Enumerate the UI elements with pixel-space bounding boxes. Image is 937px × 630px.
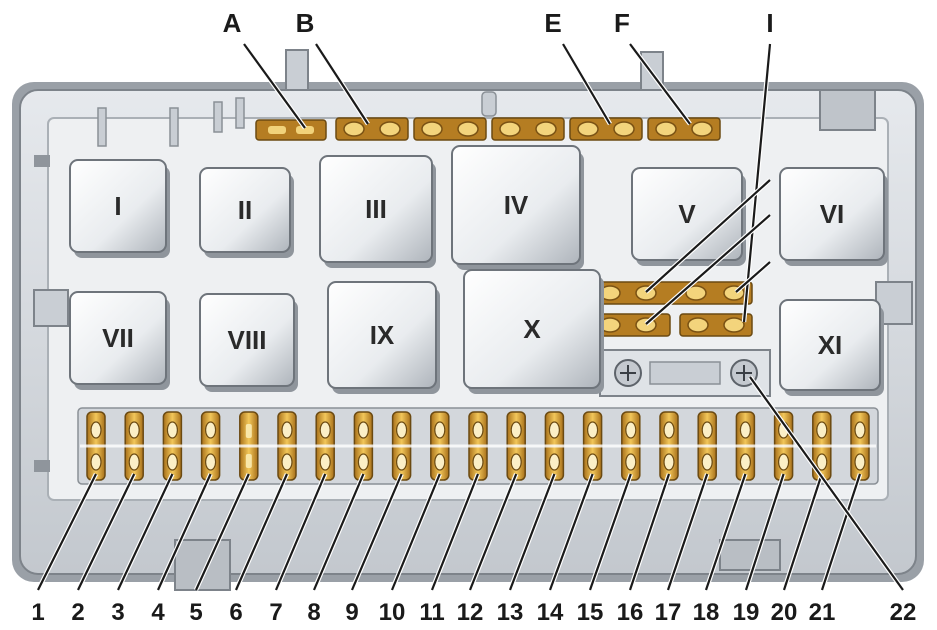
leader-i-branch-1 (644, 178, 772, 294)
leader-fuse-18 (703, 473, 748, 591)
relay-xi: XI (779, 299, 884, 396)
relay-label: III (365, 194, 387, 224)
leader-fuse-12 (467, 473, 519, 591)
leader-fuse-21 (819, 473, 863, 591)
leader-fuse-1 (35, 472, 99, 592)
relay-label: XI (818, 330, 843, 360)
leader-fuse-15 (587, 473, 633, 591)
fuse-number-label: 5 (189, 599, 202, 626)
relay-label: VI (820, 199, 845, 229)
relay-label: VII (102, 323, 134, 353)
fuse-number-label: 14 (537, 599, 564, 626)
fuse-number-label: 16 (617, 599, 644, 626)
fuse-number-label: 3 (111, 599, 124, 626)
relay-v: V (631, 167, 746, 266)
relay-x: X (463, 269, 604, 394)
callout-e: E (544, 8, 561, 38)
leader-fuse-7 (273, 473, 328, 591)
fuse-number-label: 19 (733, 599, 760, 626)
relay-label: II (238, 195, 252, 225)
leader-b (314, 42, 370, 126)
leader-fuse-6 (233, 473, 290, 591)
relay-i: I (69, 159, 170, 258)
relay-label: I (114, 191, 121, 221)
screw-bracket (599, 349, 771, 397)
relay-label: IX (370, 320, 395, 350)
leader-fuse-13 (507, 473, 557, 591)
fuse-number-label: 6 (229, 599, 242, 626)
relay-ix: IX (327, 281, 440, 394)
relay-label: IV (504, 190, 529, 220)
leader-i-branch-3 (734, 260, 772, 294)
fuse-number-label: 9 (345, 599, 358, 626)
callout-i: I (766, 8, 773, 38)
fuse-number-label: 11 (419, 599, 444, 626)
leader-a (242, 42, 307, 130)
leader-fuse-16 (627, 473, 672, 591)
bottom-fuse-row (77, 407, 879, 485)
leader-lines (35, 42, 905, 592)
relay-iv: IV (451, 145, 584, 270)
fuse-number-label: 21 (809, 599, 836, 626)
relay-viii: VIII (199, 293, 298, 392)
relay-iii: III (319, 155, 436, 268)
fuse-number-label: 17 (655, 599, 682, 626)
leader-fuse-14 (547, 473, 595, 591)
callout-b: B (296, 8, 315, 38)
top-fuse-strip (255, 117, 721, 141)
leader-fuse-9 (349, 473, 404, 591)
fuse-number-label: 1 (31, 599, 44, 626)
fuse-number-label: 10 (379, 599, 406, 626)
leader-i-branch-2 (644, 213, 772, 326)
leader-fuse-2 (75, 473, 137, 591)
leader-fuse-5 (193, 473, 251, 591)
leader-i (741, 43, 773, 323)
fuse-number-label: 13 (497, 599, 524, 626)
leader-fuse-10 (389, 473, 442, 591)
relay-label: X (523, 314, 541, 344)
fuse-number-label: 20 (771, 599, 798, 626)
fuse-number-label: 8 (307, 599, 320, 626)
fuse-number-label: 2 (71, 599, 84, 626)
leader-fuse-11 (429, 473, 481, 591)
fuse-number-label: 15 (577, 599, 604, 626)
fuse-number-label: 7 (269, 599, 282, 626)
relay-vii: VII (69, 291, 170, 390)
fuse-7 (315, 411, 335, 481)
fuse-number-label: 12 (457, 599, 484, 626)
relay-label: V (678, 199, 696, 229)
leader-fuse-4 (155, 473, 213, 591)
fuse-number-label: 4 (151, 599, 165, 626)
callout-f: F (614, 8, 630, 38)
relay-ii: II (199, 167, 294, 258)
leader-fuse-20 (781, 473, 824, 591)
leader-fuse-8 (311, 473, 366, 591)
fuse-number-label: 22 (890, 599, 917, 626)
leader-fuse-3 (115, 473, 175, 591)
leader-22 (748, 375, 905, 592)
relay-vi: VI (779, 167, 888, 266)
leader-e (561, 42, 612, 126)
leader-f (628, 42, 692, 126)
fuse-number-label: 18 (693, 599, 720, 626)
leader-fuse-17 (665, 473, 710, 591)
callout-a: A (223, 8, 242, 38)
relay-label: VIII (227, 325, 266, 355)
leader-fuse-19 (743, 473, 786, 591)
